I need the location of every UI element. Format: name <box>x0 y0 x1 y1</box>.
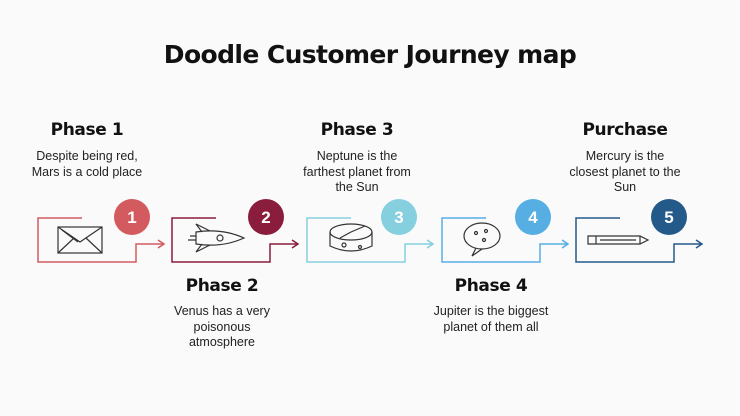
step-2-number: 2 <box>261 208 270 227</box>
rocket-icon <box>188 223 246 253</box>
stage-5: 5 <box>575 199 704 263</box>
stage-1-path <box>37 217 163 263</box>
stage-2-path <box>171 217 297 263</box>
phase-1-title: Phase 1 <box>50 120 124 140</box>
phase-2-description: Venus has a very poisonous atmosphere <box>174 304 270 349</box>
stage-1-arrow <box>157 239 166 249</box>
phase-5-description: Mercury is the closest planet to the Sun <box>569 149 681 194</box>
step-1-number: 1 <box>127 208 136 227</box>
stage-4-arrow <box>561 239 570 249</box>
phase-4-description: Jupiter is the biggest planet of them al… <box>433 304 549 334</box>
pencil-icon <box>587 235 650 245</box>
stage-3-arrow <box>426 239 435 249</box>
stage-2-arrow <box>291 239 300 249</box>
stage-4: 4 <box>441 199 570 263</box>
stage-1: 1 <box>37 199 166 263</box>
stage-3: 3 <box>306 199 435 263</box>
step-5-badge <box>651 199 687 235</box>
phase-5-title: Purchase <box>582 120 668 140</box>
phase-3-title: Phase 3 <box>320 120 394 140</box>
phase-3-description: Neptune is the farthest planet from the … <box>303 149 411 194</box>
page-title: Doodle Customer Journey map <box>163 40 577 69</box>
step-5-number: 5 <box>664 208 673 227</box>
phase-2-title: Phase 2 <box>185 276 259 296</box>
step-3-badge <box>381 199 417 235</box>
cheese-icon <box>329 223 373 252</box>
step-3-number: 3 <box>394 208 403 227</box>
step-4-number: 4 <box>528 208 538 227</box>
stage-3-path <box>306 217 432 263</box>
stage-5-path <box>575 217 701 263</box>
envelope-icon <box>57 226 103 254</box>
stage-2: 2 <box>171 199 300 263</box>
phase-4-title: Phase 4 <box>454 276 528 296</box>
step-4-badge <box>515 199 551 235</box>
stage-4-path <box>441 217 567 263</box>
stage-5-arrow <box>695 239 704 249</box>
phase-1-description: Despite being red, Mars is a cold place <box>31 149 143 179</box>
step-1-badge <box>114 199 150 235</box>
step-2-badge <box>248 199 284 235</box>
speech-bubble-icon <box>463 222 501 257</box>
